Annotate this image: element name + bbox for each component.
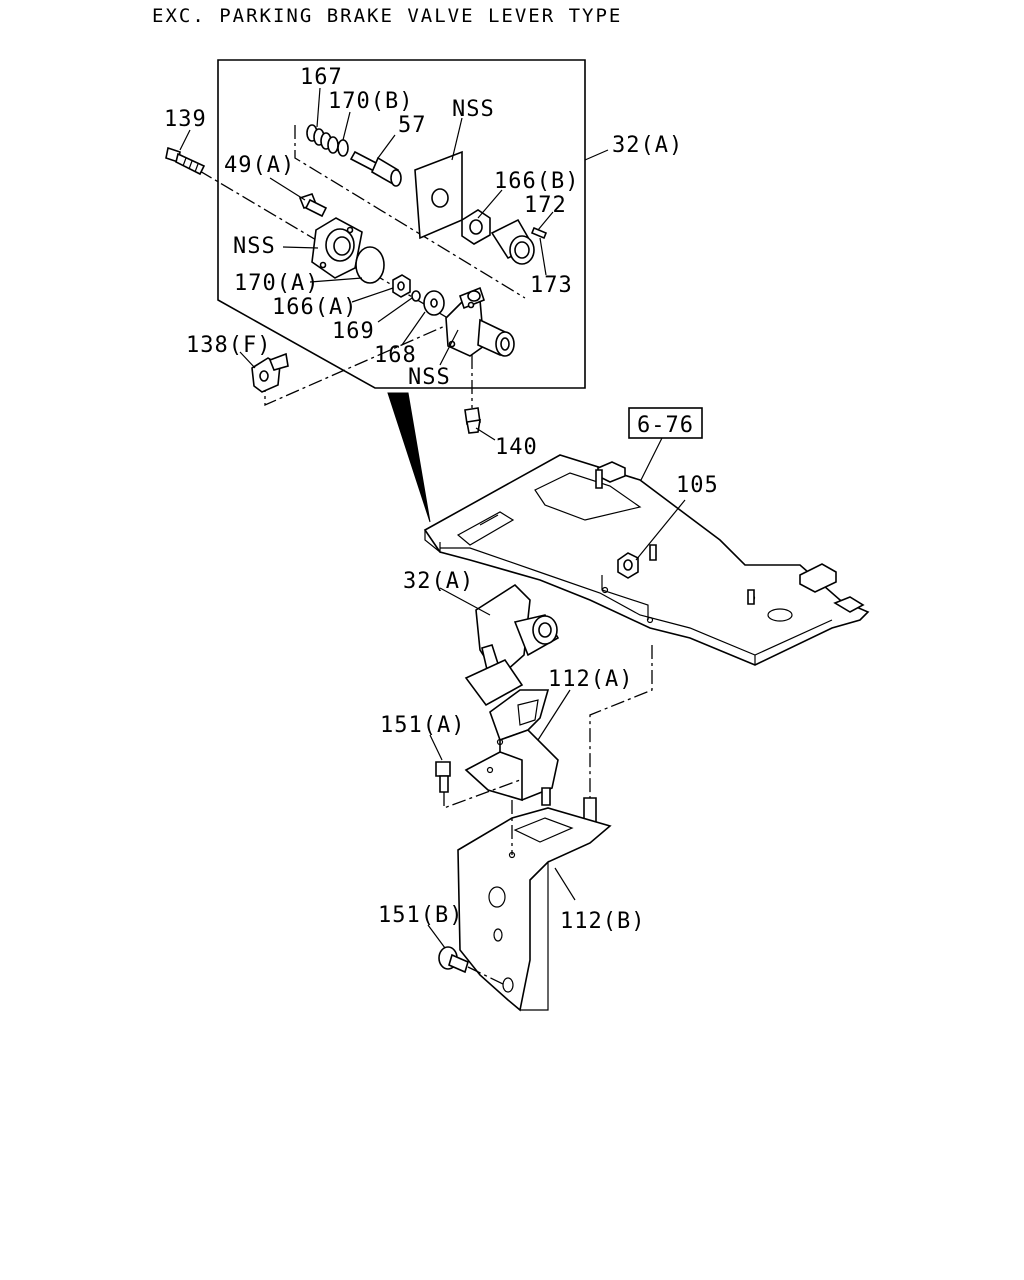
leader-112a <box>537 689 571 741</box>
detail-box-frame <box>217 59 586 389</box>
bolt-151b <box>438 946 469 974</box>
leader-151b <box>427 924 446 949</box>
nut-166b <box>461 209 491 245</box>
label-140: 140 <box>495 435 538 460</box>
panel-bracket-tab <box>601 575 649 620</box>
diagram-title: EXC. PARKING BRAKE VALVE LEVER TYPE <box>152 5 622 27</box>
nut-166a <box>392 274 411 298</box>
label-168: 168 <box>374 343 417 368</box>
bushing-172 <box>490 218 535 265</box>
assembly-axis-upper <box>294 125 526 299</box>
label-32a-top: 32(A) <box>612 133 683 158</box>
label-166a: 166(A) <box>272 295 357 320</box>
detail-arrow <box>387 392 431 523</box>
label-112a: 112(A) <box>548 667 633 692</box>
label-169: 169 <box>332 319 375 344</box>
bolt-151a <box>435 761 451 793</box>
leader-105 <box>635 499 686 561</box>
plate-nss-top <box>414 150 463 240</box>
plunger-57 <box>349 150 402 187</box>
label-105: 105 <box>676 473 719 498</box>
fitting-140 <box>464 407 481 434</box>
label-57: 57 <box>398 113 427 138</box>
elbow-fitting-138f <box>251 352 289 393</box>
label-nss-top: NSS <box>452 97 495 122</box>
leader-32a-mid <box>439 587 491 616</box>
label-170b: 170(B) <box>328 89 413 114</box>
leader-6-76 <box>637 437 663 487</box>
bolt-139 <box>165 146 206 176</box>
label-138f: 138(F) <box>186 333 271 358</box>
label-166b: 166(B) <box>494 169 579 194</box>
detail-leaders <box>179 87 554 441</box>
valve-body-nss <box>445 286 515 357</box>
ref-box-6-76 <box>628 407 703 439</box>
leader-112b <box>554 867 576 901</box>
label-ref-6-76: 6-76 <box>637 413 694 438</box>
label-170a: 170(A) <box>234 271 319 296</box>
label-151a: 151(A) <box>380 713 465 738</box>
o-ring-170a <box>355 246 385 284</box>
axis-151a <box>443 779 521 809</box>
label-nss-left: NSS <box>233 234 276 259</box>
part-labels: 167 170(B) 57 NSS 32(A) 139 49(A) 166(B)… <box>164 65 719 934</box>
axis-panel-lower <box>589 645 653 800</box>
spring-167 <box>306 124 339 154</box>
label-139: 139 <box>164 107 207 132</box>
washer-169 <box>411 290 421 302</box>
label-32a-mid: 32(A) <box>403 569 474 594</box>
screw-49a <box>298 193 328 218</box>
bracket-112a <box>464 689 559 802</box>
label-172: 172 <box>524 193 567 218</box>
label-173: 173 <box>530 273 573 298</box>
gasket-plate <box>464 658 524 707</box>
valve-32a-mid <box>475 583 560 680</box>
axis-151b <box>467 966 506 986</box>
o-ring-170b <box>337 139 349 157</box>
leader-151a <box>429 734 443 761</box>
leader-32a-top <box>584 149 609 161</box>
flange-nss-left <box>311 217 363 279</box>
label-nss-bottom: NSS <box>408 365 451 390</box>
bracket-112b <box>457 807 612 1012</box>
nut-105 <box>617 552 639 579</box>
label-49a: 49(A) <box>224 153 295 178</box>
panel-studs <box>595 469 755 605</box>
label-167: 167 <box>300 65 343 90</box>
label-151b: 151(B) <box>378 903 463 928</box>
washer-168 <box>423 290 445 316</box>
label-112b: 112(B) <box>560 909 645 934</box>
pin-173 <box>530 226 548 240</box>
floor-panel <box>423 454 870 666</box>
